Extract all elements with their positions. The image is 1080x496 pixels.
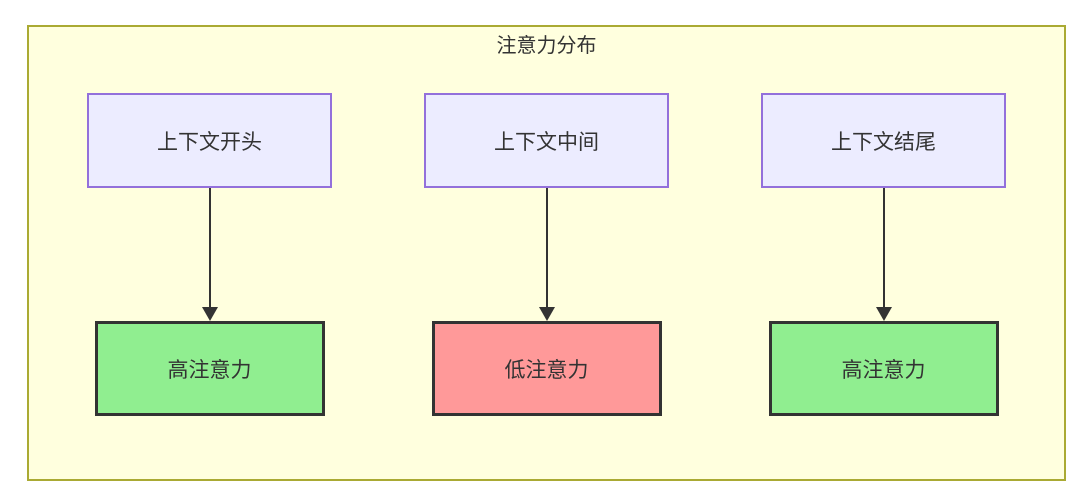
node-label: 高注意力 bbox=[167, 358, 252, 382]
flow-column-context-start: 上下文开头 高注意力 bbox=[87, 93, 332, 416]
context-middle-node: 上下文中间 bbox=[424, 93, 669, 188]
flow-column-context-middle: 上下文中间 低注意力 bbox=[424, 93, 669, 416]
arrowhead-icon bbox=[538, 307, 555, 321]
node-label: 上下文中间 bbox=[494, 130, 599, 154]
down-arrow-connector bbox=[201, 188, 218, 321]
high-attention-node: 高注意力 bbox=[768, 321, 999, 416]
arrow-line bbox=[882, 188, 885, 307]
attention-distribution-subgraph: 注意力分布 上下文开头 高注意力 上下文中间 低注意力 bbox=[27, 25, 1066, 481]
node-label: 低注意力 bbox=[504, 358, 589, 382]
node-label: 上下文开头 bbox=[157, 130, 262, 154]
diagram-title: 注意力分布 bbox=[496, 35, 597, 57]
flow-column-context-end: 上下文结尾 高注意力 bbox=[761, 93, 1006, 416]
low-attention-node: 低注意力 bbox=[431, 321, 662, 416]
arrowhead-icon bbox=[875, 307, 892, 321]
context-start-node: 上下文开头 bbox=[87, 93, 332, 188]
down-arrow-connector bbox=[538, 188, 555, 321]
node-label: 高注意力 bbox=[841, 358, 926, 382]
context-end-node: 上下文结尾 bbox=[761, 93, 1006, 188]
arrow-line bbox=[545, 188, 548, 307]
arrowhead-icon bbox=[201, 307, 218, 321]
flow-columns: 上下文开头 高注意力 上下文中间 低注意力 上下文结 bbox=[29, 93, 1064, 416]
arrow-line bbox=[208, 188, 211, 307]
high-attention-node: 高注意力 bbox=[94, 321, 325, 416]
down-arrow-connector bbox=[875, 188, 892, 321]
node-label: 上下文结尾 bbox=[831, 130, 936, 154]
